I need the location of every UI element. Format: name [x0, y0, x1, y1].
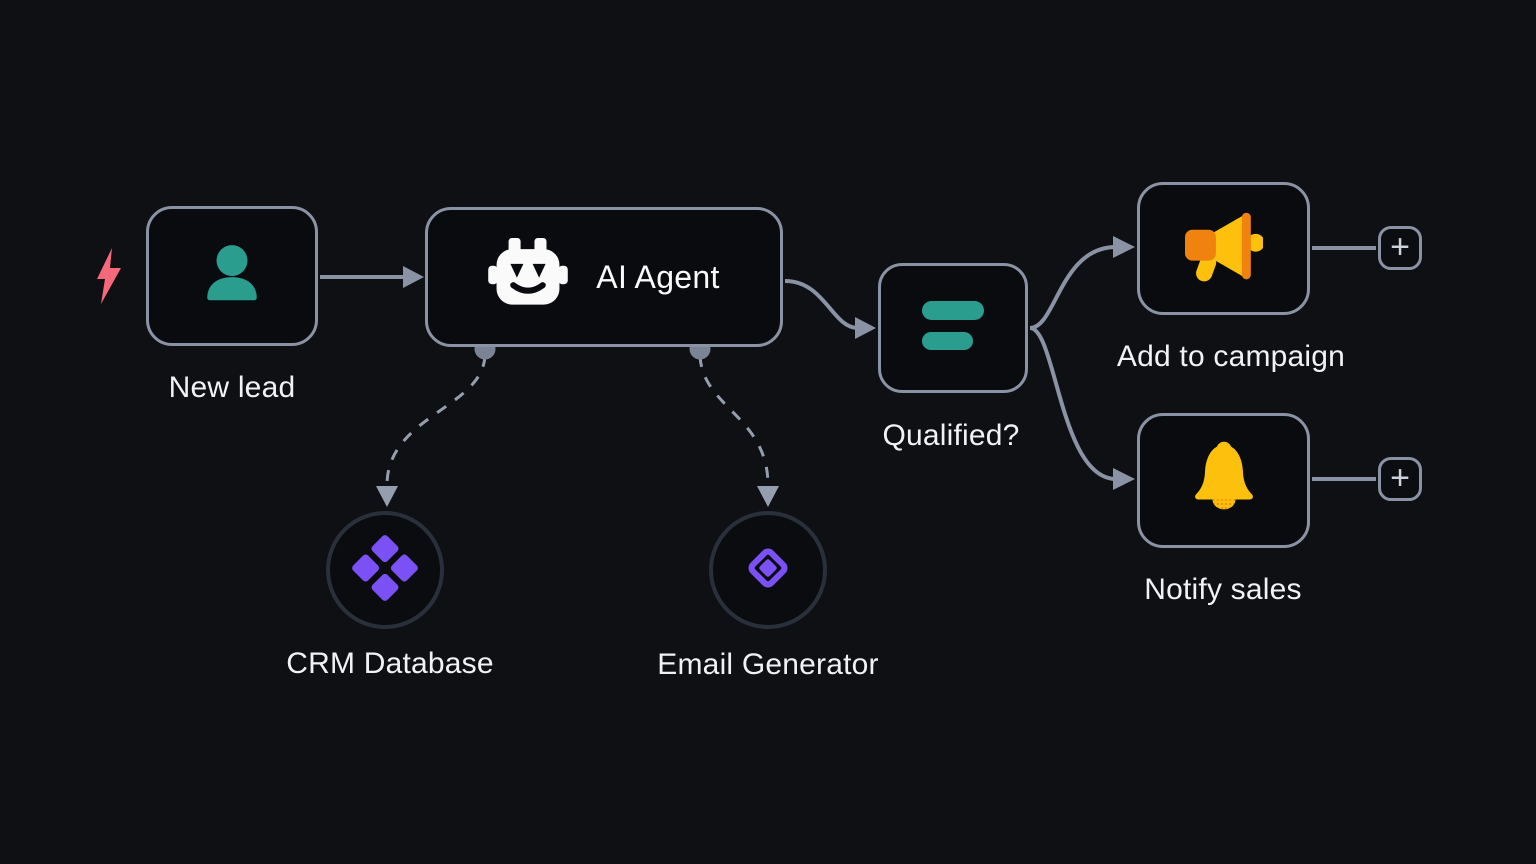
arrowhead-email — [757, 486, 779, 507]
node-add-to-campaign[interactable] — [1137, 182, 1310, 315]
arrowhead-campaign — [1113, 236, 1135, 258]
notify-sales-label: Notify sales — [1144, 573, 1302, 606]
plus-icon: + — [1390, 458, 1410, 497]
edge-qualified-to-notify — [1029, 326, 1117, 481]
edge-agent-to-crm — [385, 355, 487, 485]
node-qualified[interactable] — [878, 263, 1028, 393]
arrowhead-qualified — [855, 317, 876, 339]
node-ai-agent[interactable]: AI Agent — [425, 207, 783, 347]
diamonds-cluster-icon — [348, 531, 422, 610]
crm-database-label: CRM Database — [286, 647, 494, 680]
qualified-label: Qualified? — [882, 419, 1020, 452]
arrowhead-agent — [403, 266, 424, 288]
node-email-generator[interactable] — [709, 511, 827, 629]
node-new-lead[interactable] — [146, 206, 318, 346]
add-node-button-campaign[interactable]: + — [1378, 226, 1422, 270]
email-generator-label: Email Generator — [657, 648, 879, 681]
add-node-button-notify[interactable]: + — [1378, 457, 1422, 501]
robot-icon — [488, 237, 569, 317]
edge-agent-to-qualified — [784, 279, 859, 330]
bell-icon — [1191, 440, 1257, 521]
lightning-bolt-icon — [96, 248, 122, 309]
megaphone-icon — [1184, 208, 1265, 289]
node-crm-database[interactable] — [326, 511, 444, 629]
arrowhead-crm — [376, 486, 398, 507]
equals-filter-icon — [922, 300, 984, 356]
new-lead-label: New lead — [168, 371, 296, 404]
arrowhead-notify — [1113, 468, 1135, 490]
edge-qualified-to-campaign — [1029, 245, 1117, 330]
add-to-campaign-label: Add to campaign — [1116, 340, 1346, 373]
ai-agent-title: AI Agent — [596, 258, 720, 295]
nested-diamond-icon — [736, 536, 800, 605]
plus-icon: + — [1390, 227, 1410, 266]
node-notify-sales[interactable] — [1137, 413, 1310, 548]
edge-agent-to-email — [698, 355, 770, 485]
person-icon — [199, 240, 265, 313]
